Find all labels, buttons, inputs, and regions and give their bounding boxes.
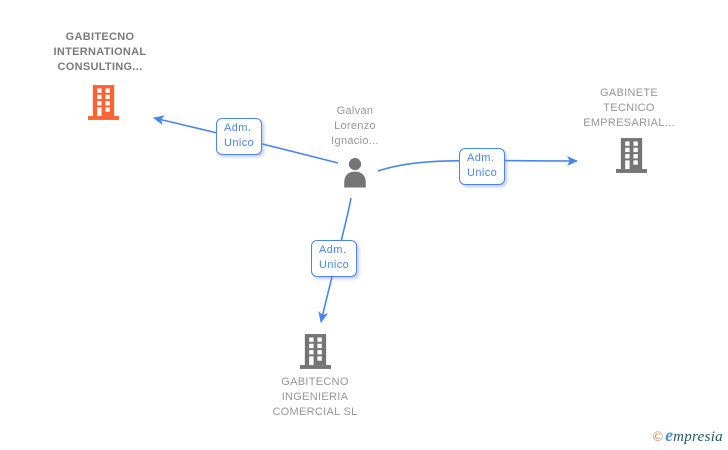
building-icon xyxy=(615,138,647,173)
copyright-icon: © xyxy=(652,430,664,445)
edge-label-adm-unico: Adm. Unico xyxy=(311,240,358,277)
empresia-logo[interactable]: ©empresia xyxy=(652,425,723,446)
edge-label-adm-unico: Adm. Unico xyxy=(216,118,263,155)
company-name: GABITECNO INGENIERIA COMERCIAL SL xyxy=(272,376,358,418)
node-company-gabitecno-international[interactable]: GABITECNO INTERNATIONAL CONSULTING... xyxy=(18,30,182,120)
company-name: GABITECNO INTERNATIONAL CONSULTING... xyxy=(53,31,147,73)
edge-label-adm-unico: Adm. Unico xyxy=(459,148,506,185)
person-icon xyxy=(340,156,370,190)
building-icon xyxy=(87,85,119,120)
brand-name: mpresia xyxy=(673,429,723,445)
node-company-gabinete-tecnico[interactable]: GABINETE TECNICO EMPRESARIAL... xyxy=(549,86,709,173)
node-company-gabitecno-ingenieria[interactable]: GABITECNO INGENIERIA COMERCIAL SL xyxy=(235,334,395,420)
company-name: GABINETE TECNICO EMPRESARIAL... xyxy=(583,87,675,129)
node-person-galvan-lorenzo[interactable]: Galvan Lorenzo Ignacio... xyxy=(295,104,415,190)
brand-initial: e xyxy=(665,425,674,445)
person-name: Galvan Lorenzo Ignacio... xyxy=(331,105,379,147)
edge-line-to-company-right xyxy=(377,155,578,172)
building-icon xyxy=(299,334,331,369)
